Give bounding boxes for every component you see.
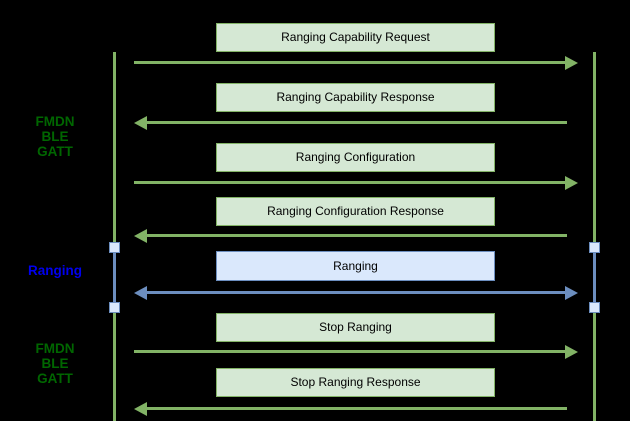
arrow-shaft (144, 234, 567, 237)
arrowhead-left-icon (134, 228, 147, 243)
phase-label-fmdn-ble-gatt-bottom: FMDN BLE GATT (5, 341, 105, 386)
arrowhead-right-icon (565, 344, 578, 359)
arrow-shaft (134, 61, 568, 64)
arrow-ranging-capability-response (134, 115, 578, 130)
arrowhead-left-icon (134, 401, 147, 416)
phase-label-line: BLE (41, 356, 69, 371)
phase-label-line: BLE (41, 129, 69, 144)
arrow-ranging-configuration-response (134, 228, 578, 243)
message-box-ranging-capability-response: Ranging Capability Response (216, 83, 495, 112)
arrowhead-left-icon (134, 285, 147, 300)
phase-label-line: GATT (37, 371, 73, 386)
ranging-session-bar-left (113, 247, 116, 308)
arrow-shaft (144, 407, 567, 410)
message-box-ranging-capability-request: Ranging Capability Request (216, 23, 495, 52)
arrow-shaft (134, 181, 568, 184)
message-box-ranging-configuration-response: Ranging Configuration Response (216, 197, 495, 226)
activation-marker-right-top (589, 242, 600, 253)
lifeline-right (593, 52, 596, 421)
arrowhead-right-icon (565, 175, 578, 190)
arrow-shaft (144, 121, 567, 124)
phase-label-line: FMDN (35, 341, 75, 356)
message-box-ranging-configuration: Ranging Configuration (216, 143, 495, 172)
lifeline-left (113, 52, 116, 421)
phase-label-ranging: Ranging (5, 263, 105, 278)
phase-label-line: Ranging (28, 263, 82, 278)
arrow-stop-ranging-response (134, 401, 578, 416)
arrow-stop-ranging (134, 344, 578, 359)
arrow-ranging-configuration (134, 175, 578, 190)
activation-marker-left-top (109, 242, 120, 253)
ranging-session-bar-right (593, 247, 596, 308)
arrow-shaft (134, 350, 568, 353)
arrowhead-right-icon (565, 285, 578, 300)
activation-marker-left-bottom (109, 302, 120, 313)
phase-label-line: FMDN (35, 114, 75, 129)
phase-label-line: GATT (37, 144, 73, 159)
arrow-shaft (144, 291, 568, 294)
arrowhead-left-icon (134, 115, 147, 130)
activation-marker-right-bottom (589, 302, 600, 313)
message-box-stop-ranging-response: Stop Ranging Response (216, 368, 495, 397)
message-box-ranging: Ranging (216, 251, 495, 281)
arrow-ranging-capability-request (134, 55, 578, 70)
arrow-ranging-bidirectional (134, 285, 578, 300)
message-box-stop-ranging: Stop Ranging (216, 313, 495, 342)
arrowhead-right-icon (565, 55, 578, 70)
phase-label-fmdn-ble-gatt-top: FMDN BLE GATT (5, 114, 105, 159)
